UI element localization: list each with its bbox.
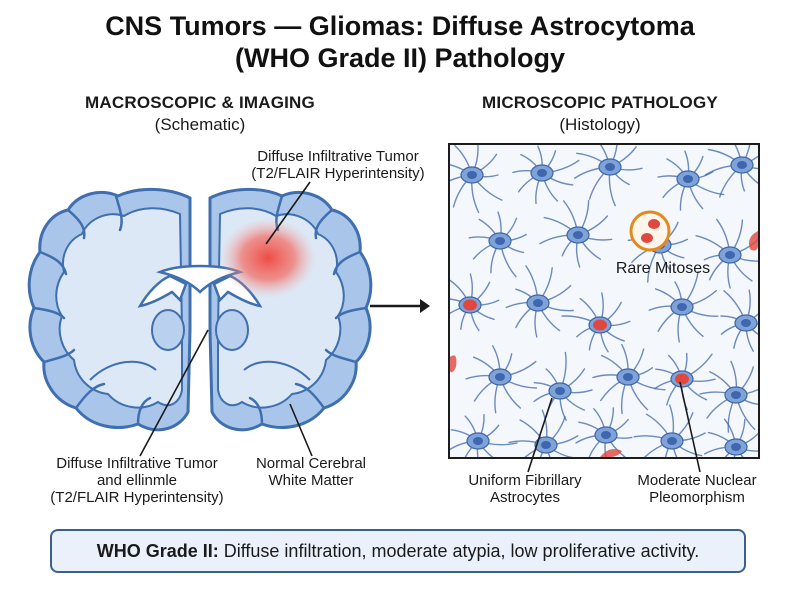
label-white-matter: Normal Cerebral White Matter <box>236 455 386 489</box>
label-tumor-bottom-line3: (T2/FLAIR Hyperintensity) <box>50 489 224 506</box>
label-white-matter-line1: Normal Cerebral <box>255 455 367 472</box>
microscopic-heading: MICROSCOPIC PATHOLOGY (Histology) <box>430 92 770 136</box>
label-tumor-bottom: Diffuse Infiltrative Tumor and ellinmle … <box>22 455 252 506</box>
astrocyte-nucleus <box>623 373 633 381</box>
astrocyte-nucleus <box>741 319 751 327</box>
astrocyte-nucleus <box>495 237 505 245</box>
pleomorphic-nucleus <box>463 299 477 311</box>
footer-text: Diffuse infiltration, moderate atypia, l… <box>218 541 700 561</box>
label-tumor-top-line2: (T2/FLAIR Hyperintensity) <box>251 165 425 182</box>
brain-coronal-schematic <box>27 187 373 432</box>
astrocyte-nucleus <box>467 171 477 179</box>
vessel-fragment <box>600 449 622 457</box>
footer-bold-label: WHO Grade II: <box>96 541 219 561</box>
astrocyte-nucleus <box>541 441 551 449</box>
microscopic-subheading: (Histology) <box>559 115 641 134</box>
title-line-1: CNS Tumors — Gliomas: Diffuse Astrocytom… <box>105 11 695 41</box>
macroscopic-subheading: (Schematic) <box>154 115 246 134</box>
astrocyte-nucleus <box>495 373 505 381</box>
astrocyte-nucleus <box>573 231 583 239</box>
pleomorphic-nucleus <box>675 373 689 385</box>
label-astrocytes-line1: Uniform Fibrillary <box>468 472 582 489</box>
vessel-fragment <box>450 355 457 373</box>
histology-panel <box>448 143 760 459</box>
right-basal-ganglia <box>215 309 249 351</box>
left-basal-ganglia <box>151 309 185 351</box>
label-tumor-top: Diffuse Infiltrative Tumor (T2/FLAIR Hyp… <box>228 148 448 182</box>
histology-field <box>450 145 758 457</box>
macroscopic-heading-text: MACROSCOPIC & IMAGING <box>85 93 315 112</box>
mitotic-figure-upper <box>648 219 660 229</box>
astrocyte-nucleus <box>667 437 677 445</box>
astrocyte-nucleus <box>537 169 547 177</box>
label-white-matter-line2: White Matter <box>268 472 354 489</box>
astrocyte-nucleus <box>731 443 741 451</box>
vessel-fragment <box>749 231 758 251</box>
who-grade-summary-box: WHO Grade II: Diffuse infiltration, mode… <box>50 529 746 573</box>
astrocyte-nucleus <box>737 161 747 169</box>
astrocyte-nucleus <box>555 387 565 395</box>
label-tumor-top-line1: Diffuse Infiltrative Tumor <box>257 148 419 165</box>
astrocyte-nucleus <box>725 251 735 259</box>
diagram-title: CNS Tumors — Gliomas: Diffuse Astrocytom… <box>0 10 800 74</box>
macroscopic-heading: MACROSCOPIC & IMAGING (Schematic) <box>40 92 360 136</box>
astrocyte-nucleus <box>605 163 615 171</box>
mitosis-highlight-ring <box>629 210 671 252</box>
arrow-icon <box>370 299 430 313</box>
tumor-hyperintensity <box>220 218 316 298</box>
temporal-lobe-outline-right <box>243 360 311 381</box>
label-astrocytes-line2: Astrocytes <box>489 489 561 506</box>
label-tumor-bottom-line2: and ellinmle <box>96 472 178 489</box>
mitotic-figure-lower <box>641 233 653 243</box>
astrocyte-nucleus <box>533 299 543 307</box>
label-fibrillary-astrocytes: Uniform Fibrillary Astrocytes <box>440 472 610 506</box>
label-nuclear-pleomorphism: Moderate Nuclear Pleomorphism <box>612 472 782 506</box>
pleomorphic-nucleus <box>593 319 607 331</box>
corpus-callosum <box>155 264 245 294</box>
title-line-2: (WHO Grade II) Pathology <box>234 43 565 73</box>
label-pleomorphism-line2: Pleomorphism <box>649 489 745 506</box>
astrocyte-nucleus <box>473 437 483 445</box>
microscopic-heading-text: MICROSCOPIC PATHOLOGY <box>482 93 718 112</box>
label-pleomorphism-line1: Moderate Nuclear <box>637 472 757 489</box>
label-tumor-bottom-line1: Diffuse Infiltrative Tumor <box>56 455 218 472</box>
astrocyte-nucleus <box>601 431 611 439</box>
astrocyte-nucleus <box>683 175 693 183</box>
astrocyte-nucleus <box>731 391 741 399</box>
astrocyte-nucleus <box>677 303 687 311</box>
label-rare-mitoses: Rare Mitoses <box>615 260 711 277</box>
